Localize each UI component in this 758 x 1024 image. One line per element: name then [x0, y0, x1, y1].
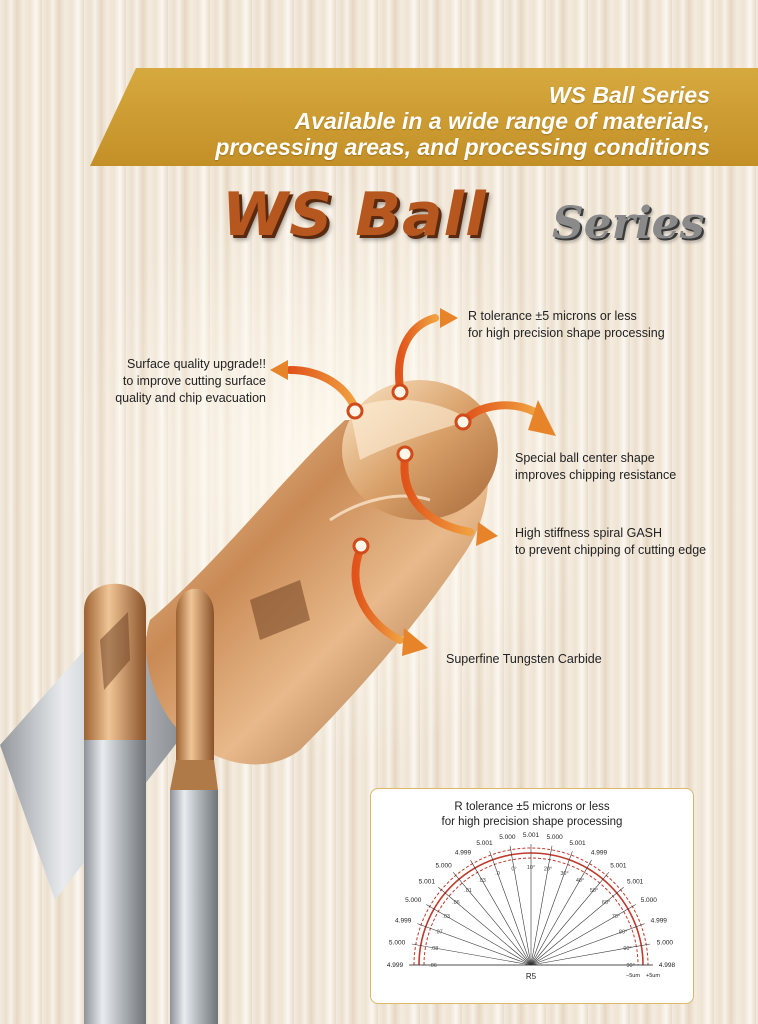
measurement-value-label: 5.000	[499, 834, 516, 841]
measurement-value-label: 5.001	[419, 878, 436, 885]
chart-title-line: for high precision shape processing	[441, 816, 623, 828]
measurement-deviation-label: .08	[431, 946, 439, 952]
arrow-heads	[270, 308, 556, 656]
radial-line	[470, 860, 532, 966]
small-tool-1	[84, 583, 146, 1024]
measurement-deviation-label: 50°	[590, 888, 598, 894]
callout-line: Surface quality upgrade!!	[127, 357, 266, 371]
radial-line	[530, 923, 645, 966]
chart-center-label: R5	[526, 972, 537, 981]
banner-line-1: WS Ball Series	[548, 82, 710, 108]
radial-line	[530, 851, 573, 966]
radial-line	[489, 851, 532, 966]
radial-line	[530, 886, 624, 966]
measurement-value-label: 5.000	[546, 834, 563, 841]
radial-line	[452, 872, 532, 966]
callout-spiral-gash: High stiffness spiral GASH to prevent ch…	[515, 525, 706, 559]
callout-r-tolerance: R tolerance ±5 microns or less for high …	[468, 308, 665, 342]
measurement-value-label: 5.000	[657, 939, 674, 946]
tolerance-outer-arc	[413, 847, 649, 966]
callout-line: to improve cutting surface	[122, 374, 266, 388]
measurement-deviation-label: 0°	[511, 866, 516, 872]
tolerance-plus-label: +5um	[646, 973, 660, 979]
measurement-deviation-label: 70°	[612, 914, 620, 920]
measurement-deviation-label: .06	[452, 900, 460, 906]
measurement-deviation-label: .06	[429, 963, 437, 969]
measurement-deviation-label: .03	[442, 914, 450, 920]
tolerance-chart: 4.999.065.000.084.999.075.000.035.001.06…	[387, 832, 676, 981]
measurement-value-label: 4.999	[387, 962, 404, 969]
measurement-deviation-label: 60°	[602, 900, 610, 906]
measurement-value-label: 4.999	[651, 918, 668, 925]
title-main: WS Ball	[222, 180, 487, 250]
radial-line	[530, 943, 651, 966]
callout-line: Superfine Tungsten Carbide	[446, 652, 602, 666]
measurement-deviation-label: 20°	[544, 866, 552, 872]
radial-line	[438, 886, 532, 966]
measurement-deviation-label: .07	[435, 929, 443, 935]
measurement-deviation-label: .03	[478, 878, 486, 884]
radial-line	[411, 943, 532, 966]
measurement-value-label: 5.000	[405, 897, 422, 904]
header-banner: WS Ball Series Available in a wide range…	[90, 68, 758, 166]
title-sub: Series	[552, 198, 705, 249]
measurement-deviation-label: 10°	[527, 865, 535, 871]
measurement-value-label: 5.000	[389, 939, 406, 946]
measurement-deviation-label: .01	[464, 888, 472, 894]
measurement-value-label: 5.001	[610, 862, 627, 869]
radial-line	[426, 904, 532, 966]
callout-line: quality and chip evacuation	[115, 391, 266, 405]
callout-line: High stiffness spiral GASH	[515, 526, 663, 540]
product-title: WS Ball Series	[222, 180, 742, 260]
callout-arrows	[286, 314, 539, 644]
measurement-deviation-label: 80°	[619, 929, 627, 935]
measurement-value-label: 5.000	[435, 862, 452, 869]
measurement-value-label: 5.001	[627, 878, 644, 885]
measurement-value-label: 4.999	[395, 918, 412, 925]
measurement-deviation-label: .0	[495, 871, 500, 877]
tolerance-chart-panel: R tolerance ±5 microns or less for high …	[370, 788, 694, 1004]
measurement-deviation-label: 40°	[576, 878, 584, 884]
measurement-deviation-label: 30°	[560, 871, 568, 877]
banner-line-2: Available in a wide range of materials,	[294, 108, 710, 134]
measurement-value-label: 4.998	[659, 962, 676, 969]
callout-ball-center: Special ball center shape improves chipp…	[515, 450, 676, 484]
measurement-value-label: 5.001	[569, 840, 586, 847]
callout-surface-quality: Surface quality upgrade!! to improve cut…	[96, 356, 266, 407]
callout-line: R tolerance ±5 microns or less	[468, 309, 637, 323]
callout-line: to prevent chipping of cutting edge	[515, 543, 707, 557]
banner-text: WS Ball Series Available in a wide range…	[215, 82, 710, 160]
chart-title-line: R tolerance ±5 microns or less	[454, 801, 610, 813]
measurement-value-label: 5.001	[476, 840, 493, 847]
tolerance-minus-label: −5um	[626, 973, 640, 979]
measurement-value-label: 4.999	[455, 849, 472, 856]
measurement-deviation-label: −90°	[623, 963, 635, 969]
radial-line	[509, 845, 532, 966]
radial-line	[530, 872, 610, 966]
callout-rings	[346, 383, 472, 555]
measurement-value-label: 4.999	[591, 849, 608, 856]
radial-line	[417, 923, 532, 966]
small-tool-2	[170, 588, 218, 1024]
callout-line: Special ball center shape	[515, 451, 655, 465]
measurement-deviation-label: 90°	[623, 946, 631, 952]
callout-line: for high precision shape processing	[468, 326, 665, 340]
callout-line: improves chipping resistance	[515, 468, 677, 482]
radial-line	[530, 860, 592, 966]
chart-title: R tolerance ±5 microns or less for high …	[371, 800, 693, 830]
measurement-value-label: 5.001	[523, 832, 540, 839]
radial-line	[530, 845, 553, 966]
measurement-value-label: 5.000	[641, 897, 658, 904]
banner-line-3: processing areas, and processing conditi…	[215, 134, 710, 160]
radial-line	[530, 904, 636, 966]
callout-carbide: Superfine Tungsten Carbide	[446, 651, 602, 668]
